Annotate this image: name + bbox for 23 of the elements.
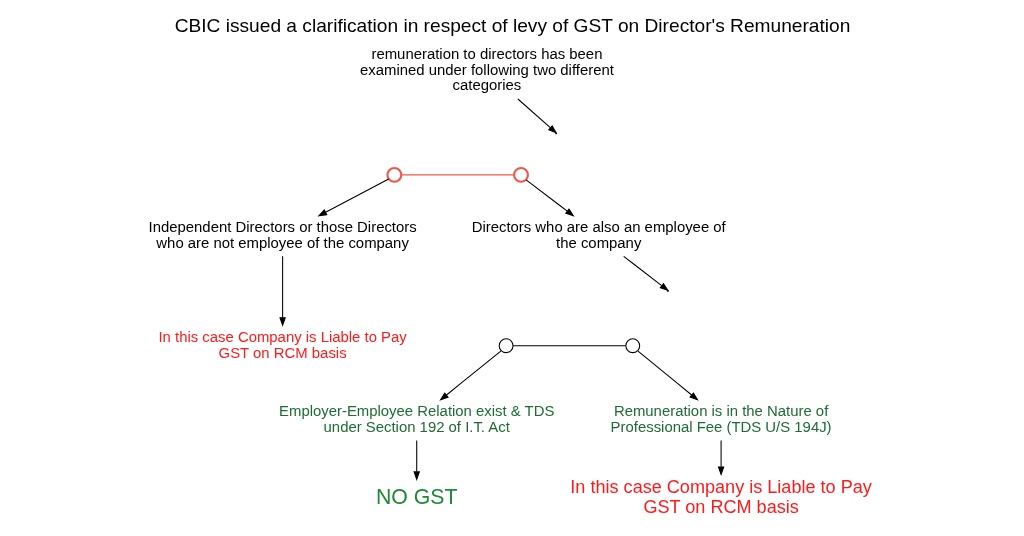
connector xyxy=(400,174,515,176)
arrow xyxy=(717,440,724,477)
node-text: In this case Company is Liable to Pay GST on RCM basis xyxy=(157,328,407,361)
node-circle xyxy=(512,166,529,183)
node-text: remuneration to directors has been examined under following two different categories xyxy=(359,45,614,94)
arrow xyxy=(412,440,420,481)
arrow xyxy=(525,179,575,217)
node-circle xyxy=(624,338,640,354)
node-text: Directors who are also an employee of the company xyxy=(471,219,726,251)
node-circle xyxy=(498,338,514,354)
node-text: In this case Company is Liable to Pay GST on RCM basis xyxy=(569,477,872,518)
node-circle xyxy=(385,166,402,183)
arrow xyxy=(637,350,699,401)
node-text: Remuneration is in the Nature of Professional Fee (TDS U/S 194J) xyxy=(610,403,832,436)
arrow xyxy=(317,178,389,217)
connector xyxy=(512,345,626,347)
arrow xyxy=(622,255,669,292)
diagram-title: CBIC issued a clarification in respect of levy of GST on Director's Remuneration xyxy=(174,15,850,37)
arrow xyxy=(278,255,286,327)
node-text: Independent Directors or those Directors who are not employee of the company xyxy=(148,219,417,251)
node-text: NO GST xyxy=(375,485,457,510)
node-text: Employer-Employee Relation exist & TDS under Section 192 of I.T. Act xyxy=(278,403,554,436)
arrow xyxy=(438,350,501,401)
